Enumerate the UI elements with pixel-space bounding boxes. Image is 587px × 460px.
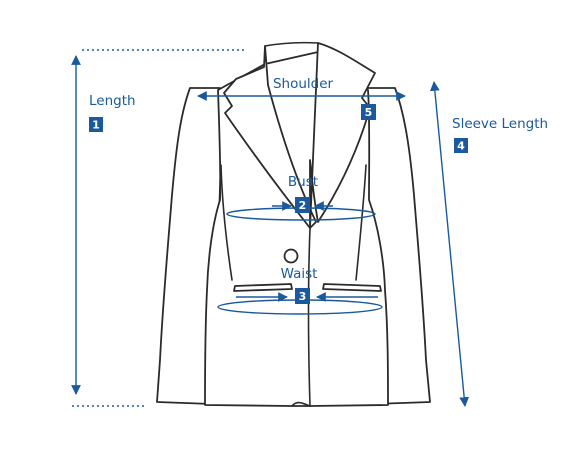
bust-badge [295, 197, 310, 213]
shoulder-badge-number: 5 [365, 106, 373, 119]
sleeve-length-badge-number: 4 [457, 140, 465, 153]
right-lapel [309, 42, 376, 229]
front-edge [307, 227, 311, 407]
length-badge-number: 1 [92, 119, 100, 132]
shoulder-label: Shoulder [273, 76, 334, 92]
length-measurement: Length 1 [71, 49, 244, 407]
waist-badge [295, 288, 310, 304]
waist-label: Waist [281, 266, 318, 282]
bust-badge-number: 2 [299, 199, 307, 212]
back-collar [264, 41, 319, 47]
left-side-seam [220, 164, 233, 281]
right-pocket [322, 283, 382, 292]
waist-badge-number: 3 [299, 290, 307, 303]
bust-label: Bust [288, 174, 318, 190]
shoulder-measurement: Shoulder 5 [197, 76, 406, 120]
right-side-seam [355, 164, 367, 281]
sleeve-length-measurement: Sleeve Length 4 [429, 81, 548, 407]
length-badge [89, 117, 103, 132]
waist-measurement: Waist 3 [217, 266, 383, 315]
sleeve-length-badge [454, 138, 468, 153]
sleeve-length-label: Sleeve Length [452, 116, 548, 132]
shoulder-badge [361, 104, 376, 120]
left-pocket [233, 283, 293, 292]
jacket-button [283, 248, 299, 264]
front-hem [291, 401, 311, 407]
jacket-outline [156, 41, 431, 407]
sleeve-length-arrow [429, 81, 470, 407]
bust-measurement: Bust 2 [226, 174, 376, 221]
length-label: Length [89, 93, 136, 109]
